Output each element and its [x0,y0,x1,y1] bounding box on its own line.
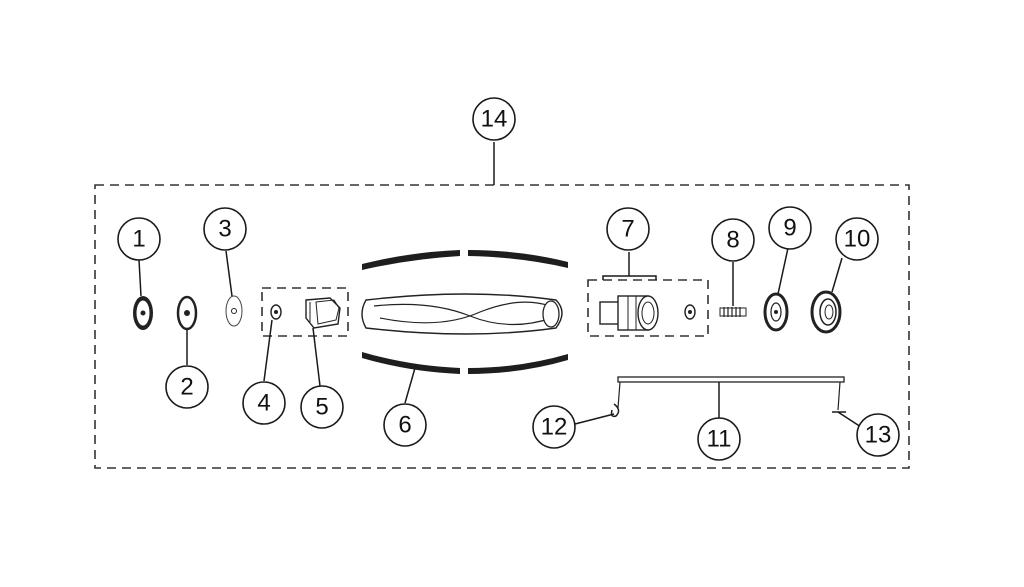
part-washer [176,295,198,331]
callout-4: 4 [242,381,286,425]
subassembly-box-7 [587,279,709,337]
part-large-bearing [810,290,842,334]
part-small-bearing [270,304,282,320]
leader-4 [263,319,273,382]
callout-label-5: 5 [315,394,328,421]
callout-9: 9 [768,206,812,250]
part-spring [719,307,747,317]
callout-6: 6 [383,403,427,447]
leader-6 [404,367,416,404]
callout-5: 5 [300,385,344,429]
callout-label-1: 1 [132,226,145,253]
part-thin-ring [225,295,243,327]
callout-label-7: 7 [621,216,634,243]
callout-8: 8 [711,218,755,262]
leader-9 [777,247,789,295]
part-shaft-rod [617,376,845,411]
leader-12 [574,413,615,425]
callout-10: 10 [835,217,879,261]
subassembly-box-4-5 [261,287,349,337]
callout-label-14: 14 [481,106,508,133]
callout-label-4: 4 [257,390,270,417]
callout-2: 2 [165,365,209,409]
part-brush-roll [361,293,563,335]
part-bearing [763,292,789,332]
callout-label-10: 10 [844,226,871,253]
callout-14: 14 [472,97,516,141]
callout-7: 7 [606,207,650,251]
callout-12: 12 [532,405,576,449]
callout-label-8: 8 [726,227,739,254]
part-end-cap [133,296,153,330]
callout-13: 13 [856,413,900,457]
callout-label-13: 13 [865,422,892,449]
leader-1 [138,259,142,297]
callout-3: 3 [203,207,247,251]
part-drive-pulley [599,295,696,331]
callout-label-11: 11 [707,426,732,453]
callout-1: 1 [117,217,161,261]
leader-5 [312,327,321,387]
callout-label-6: 6 [398,412,411,439]
callout-label-3: 3 [218,216,231,243]
callout-label-2: 2 [180,374,193,401]
callout-11: 11 [697,417,741,461]
part-left-clip [610,403,620,418]
leader-13 [837,411,862,428]
part-brush-strips [362,250,568,374]
callout-label-12: 12 [541,414,568,441]
part-hex-adapter [305,297,341,329]
leader-3 [225,250,233,297]
assembly-boundary [94,184,910,469]
leader-10 [831,257,843,293]
callout-label-9: 9 [783,215,796,242]
